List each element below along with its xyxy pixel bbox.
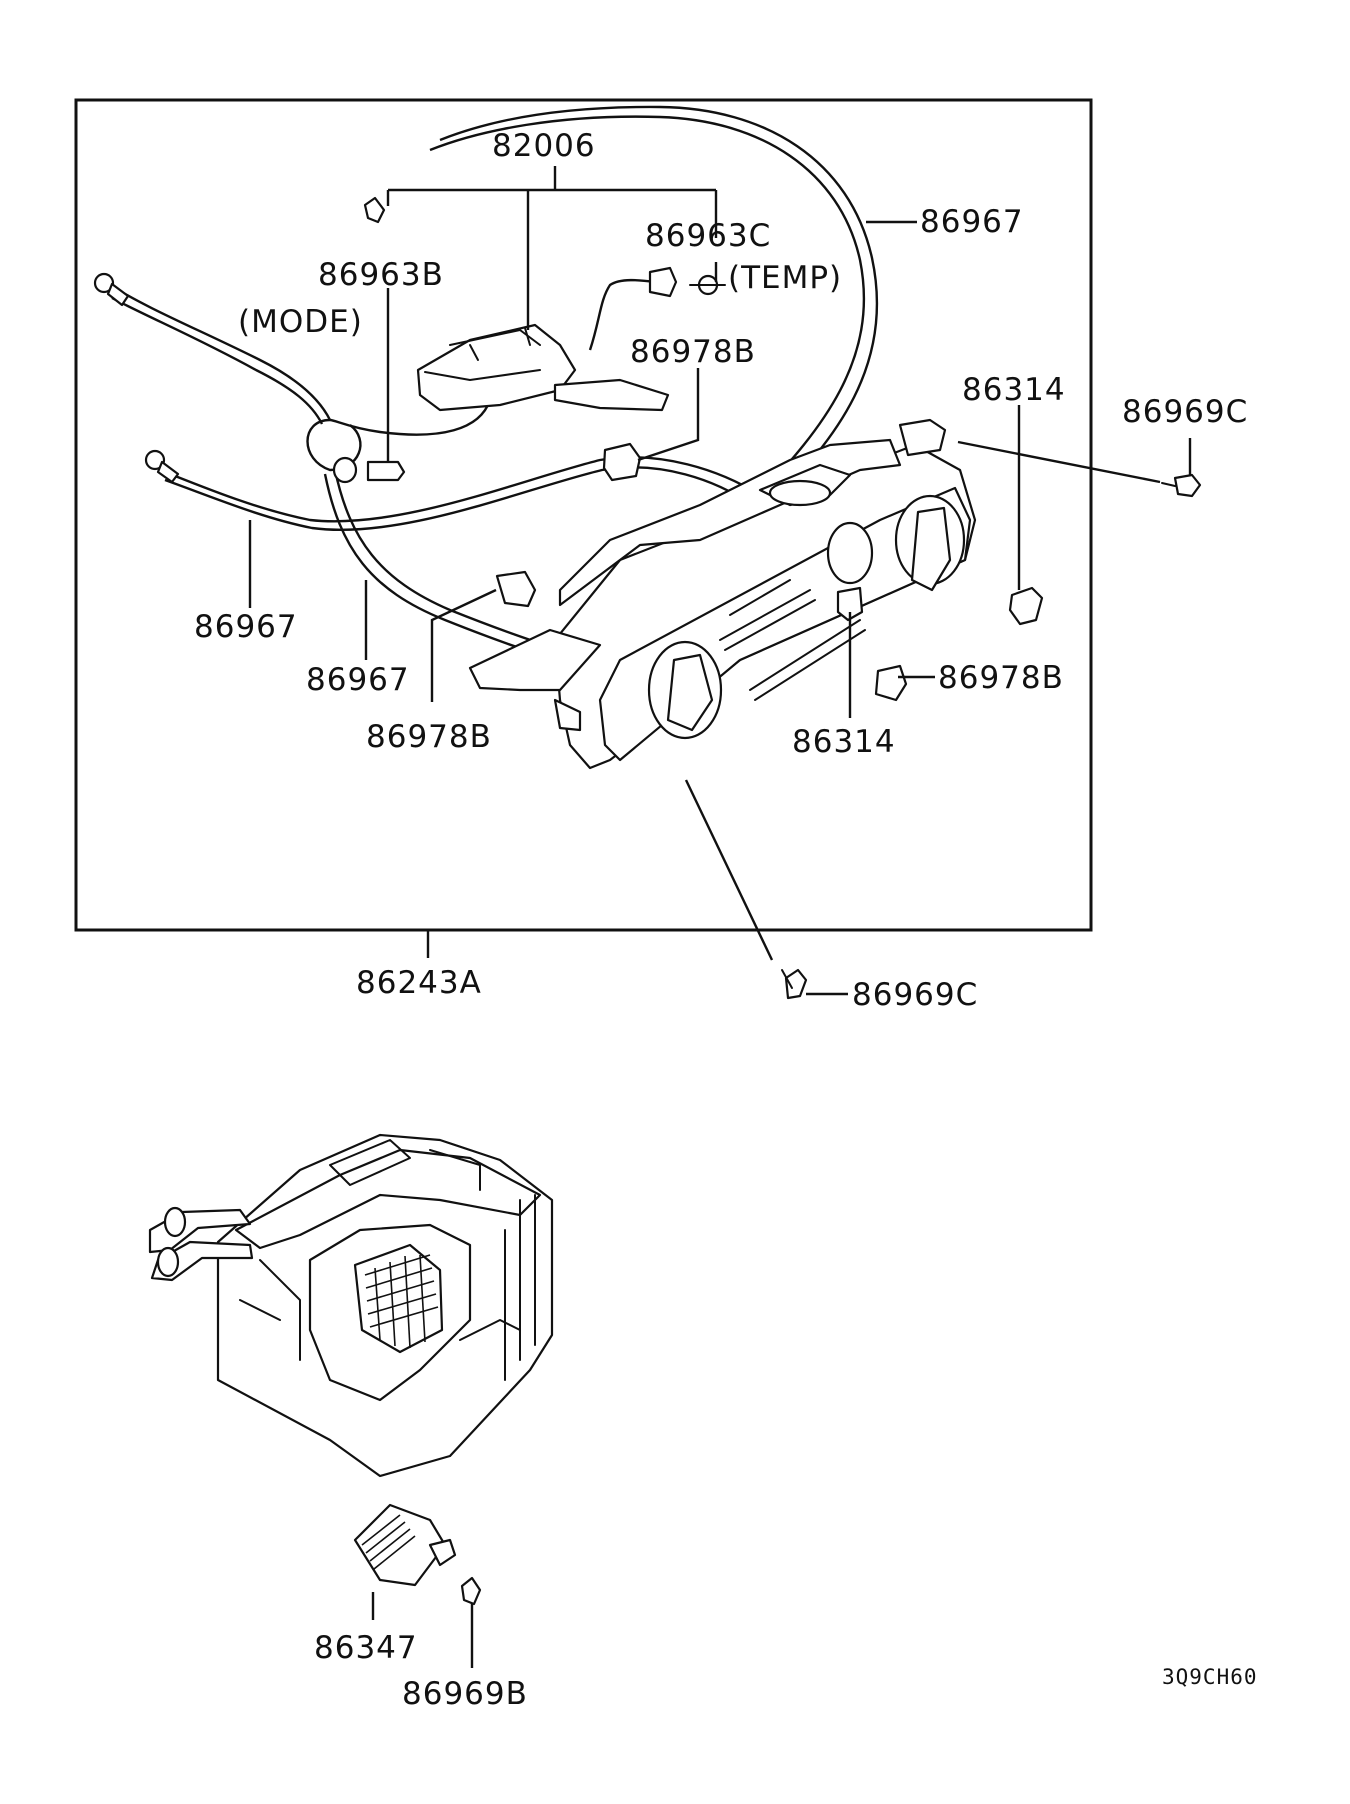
label-86963B: 86963B bbox=[318, 257, 444, 293]
cables bbox=[109, 105, 879, 662]
label-86963C: 86963C bbox=[645, 218, 771, 254]
connectors bbox=[93, 196, 908, 702]
label-86978B-left: 86978B bbox=[366, 719, 492, 755]
knob-86314 bbox=[1008, 586, 1044, 626]
label-86347: 86347 bbox=[314, 1630, 418, 1666]
label-temp: (TEMP) bbox=[728, 260, 842, 296]
blower-resistor bbox=[353, 1503, 457, 1587]
label-86967-top: 86967 bbox=[920, 204, 1024, 240]
label-86969C-bottom: 86969C bbox=[852, 977, 978, 1013]
label-86969B: 86969B bbox=[402, 1676, 528, 1712]
label-86243A: 86243A bbox=[356, 965, 482, 1001]
label-86978B-right: 86978B bbox=[938, 660, 1064, 696]
label-86978B-top: 86978B bbox=[630, 334, 756, 370]
label-86967-left: 86967 bbox=[194, 609, 298, 645]
heater-control-panel bbox=[468, 418, 977, 770]
lever-unit bbox=[416, 323, 670, 412]
assembly-frame bbox=[74, 98, 1093, 932]
callout-labels: 82006 86963B (MODE) 86963C (TEMP) 86967 … bbox=[194, 128, 1258, 1712]
label-86314-top: 86314 bbox=[962, 372, 1066, 408]
screw-86969B bbox=[460, 1576, 482, 1606]
label-86969C-right: 86969C bbox=[1122, 394, 1248, 430]
leader-lines bbox=[248, 166, 1192, 1668]
label-86967-mid: 86967 bbox=[306, 662, 410, 698]
label-86314-bottom: 86314 bbox=[792, 724, 896, 760]
label-mode: (MODE) bbox=[238, 304, 363, 340]
diagram-code: 3Q9CH60 bbox=[1162, 1665, 1258, 1689]
label-82006: 82006 bbox=[492, 128, 596, 164]
heater-unit bbox=[148, 1133, 554, 1478]
screws-86969C bbox=[781, 473, 1202, 1000]
